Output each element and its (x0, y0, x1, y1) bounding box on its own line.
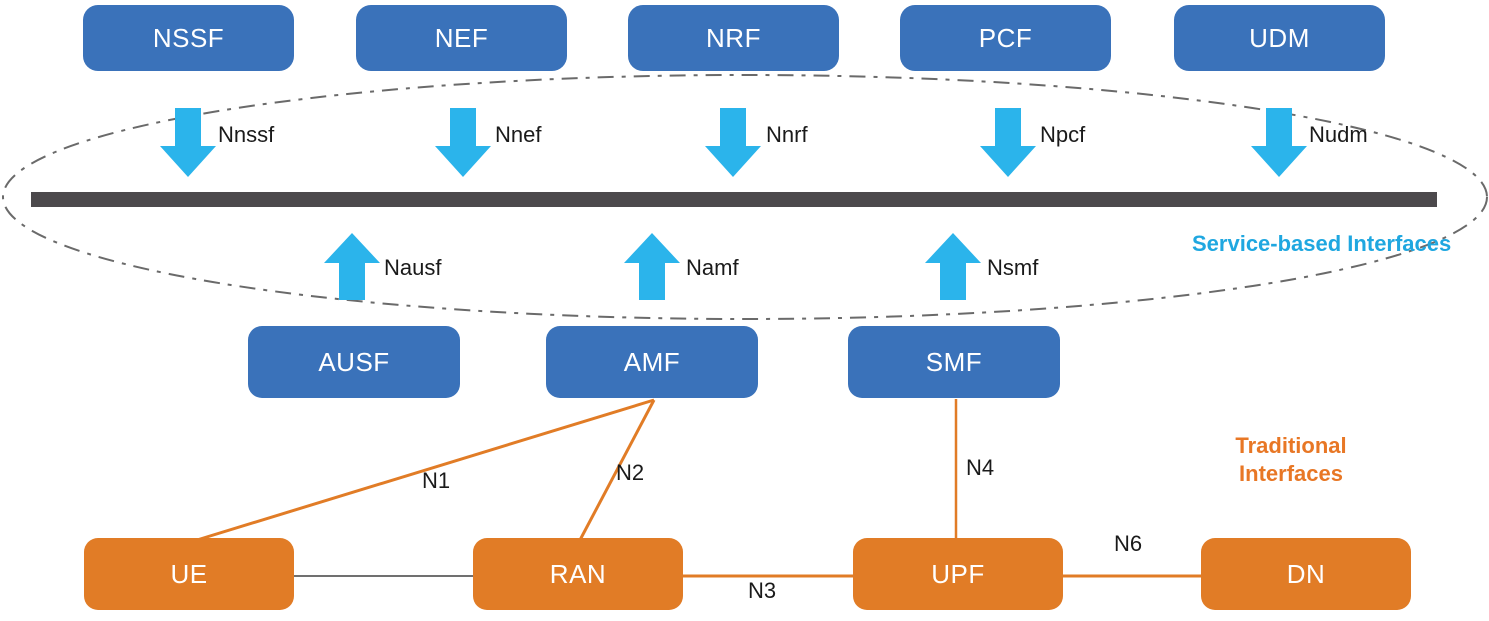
nf-box-ue: UE (84, 538, 294, 610)
nnssf-down-arrow-icon (160, 108, 216, 177)
nf-box-amf: AMF (546, 326, 758, 398)
n2-line (578, 399, 656, 541)
nf-box-ausf: AUSF (248, 326, 460, 398)
nf-box-nssf: NSSF (83, 5, 294, 71)
interface-label-nudm: Nudm (1309, 122, 1368, 147)
nnef-down-arrow-icon (435, 108, 491, 177)
service-based-ellipse (2, 74, 1488, 320)
traditional-interfaces-label: Traditional Interfaces (1235, 433, 1347, 486)
nf-box-nrf: NRF (628, 5, 839, 71)
interface-label-nnssf: Nnssf (218, 122, 275, 147)
npcf-down-arrow-icon (980, 108, 1036, 177)
interface-label-npcf: Npcf (1040, 122, 1086, 147)
interface-label-nsmf: Nsmf (987, 255, 1039, 280)
namf-up-arrow-icon (624, 233, 680, 300)
ref-point-label-n3: N3 (748, 578, 777, 603)
nf-box-ran: RAN (473, 538, 683, 610)
service-bus-bar (31, 192, 1437, 207)
interface-label-nausf: Nausf (384, 255, 442, 280)
ref-point-label-n2: N2 (616, 460, 645, 485)
nf-box-upf: UPF (853, 538, 1063, 610)
interface-label-nnef: Nnef (495, 122, 542, 147)
service-based-interfaces-label: Service-based Interfaces (1192, 231, 1452, 256)
nf-box-udm: UDM (1174, 5, 1385, 71)
nausf-up-arrow-icon (324, 233, 380, 300)
n1-line (196, 398, 655, 542)
ref-point-label-n1: N1 (422, 468, 451, 493)
nf-box-smf: SMF (848, 326, 1060, 398)
interface-label-nnrf: Nnrf (766, 122, 808, 147)
nf-box-nef: NEF (356, 5, 567, 71)
interface-label-namf: Namf (686, 255, 739, 280)
nf-box-pcf: PCF (900, 5, 1111, 71)
nnrf-down-arrow-icon (705, 108, 761, 177)
nf-box-dn: DN (1201, 538, 1411, 610)
ref-point-label-n4: N4 (966, 455, 995, 480)
nudm-down-arrow-icon (1251, 108, 1307, 177)
ref-point-label-n6: N6 (1114, 531, 1143, 556)
nsmf-up-arrow-icon (925, 233, 981, 300)
